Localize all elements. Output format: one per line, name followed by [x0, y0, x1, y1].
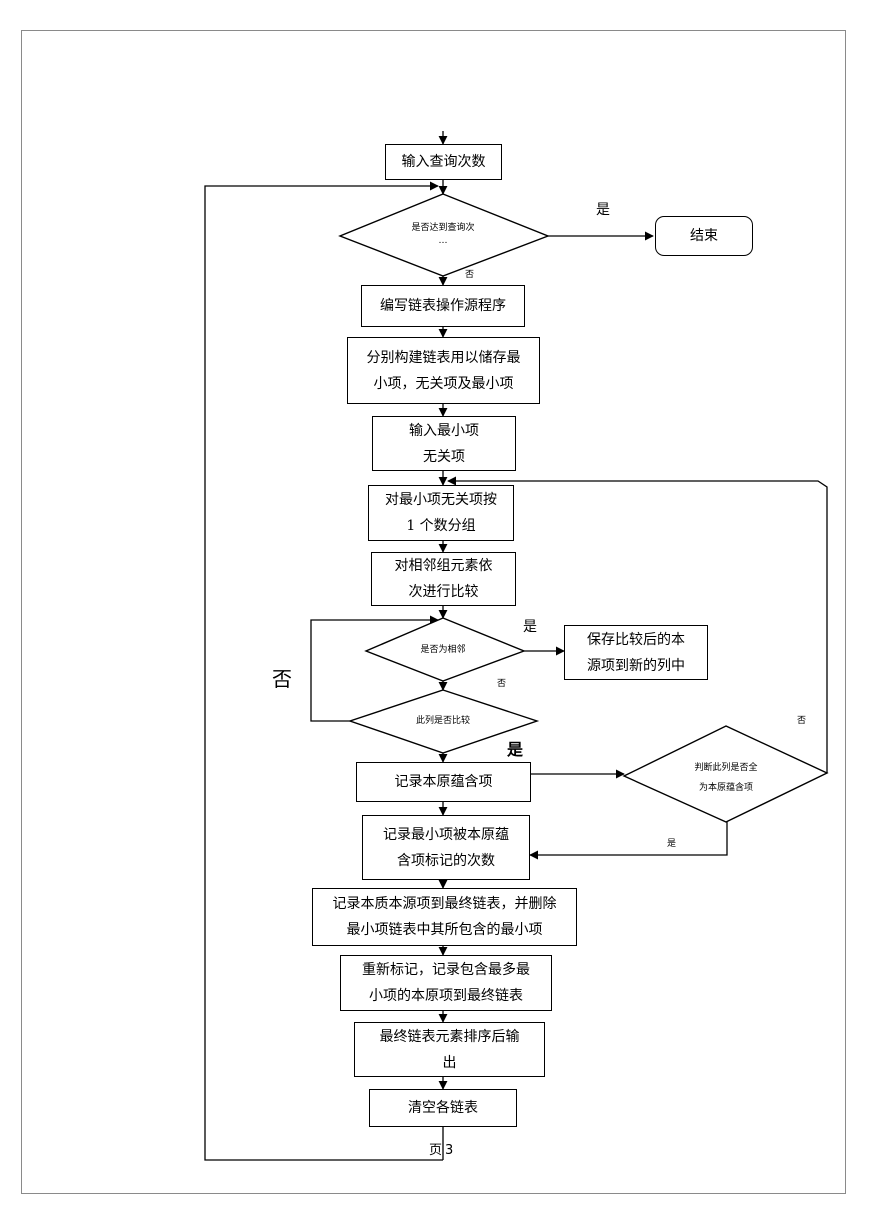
clear-lists-box: 清空各链表: [369, 1089, 517, 1127]
build-lists-box: 分别构建链表用以储存最 小项，无关项及最小项: [347, 337, 540, 404]
page-label: 页: [429, 1143, 443, 1158]
compare-box: 对相邻组元素依 次进行比较: [371, 552, 516, 606]
label-yes-all-prime: 是: [667, 839, 677, 849]
label-yes-adjacent: 是: [523, 619, 537, 635]
label-yes-end: 是: [596, 202, 610, 218]
save-result-box: 保存比较后的本 源项到新的列中: [564, 625, 708, 680]
label-no-loop-left: 否: [272, 667, 292, 691]
page-frame: [21, 30, 846, 1194]
label-no-continue: 否: [465, 270, 475, 280]
arrow-loop-outer: [204, 181, 443, 1161]
group-box: 对最小项无关项按 1 个数分组: [368, 485, 514, 541]
decision-all-prime: 判断此列是否全 为本原蕴含项: [694, 763, 758, 793]
decision-column-compared-shape: [347, 689, 540, 754]
record-prime-box: 记录本原蕴含项: [356, 762, 531, 802]
decision-is-adjacent: 是否为相邻: [420, 645, 466, 655]
write-program-box: 编写链表操作源程序: [361, 285, 525, 327]
arrow-loop-compare: [310, 615, 439, 722]
input-query-count-box: 输入查询次数: [385, 144, 502, 180]
label-no-adjacent: 否: [497, 679, 507, 689]
decision-reached-count-shape: [338, 193, 550, 277]
page-number: 3: [445, 1143, 454, 1158]
decision-column-compared: 此列是否比较: [415, 716, 470, 726]
end-box: 结束: [655, 216, 753, 256]
decision-all-prime-shape: [622, 725, 829, 823]
remark-box: 重新标记，记录包含最多最 小项的本原项到最终链表: [340, 955, 552, 1011]
arrow-judge-no: [447, 476, 828, 773]
arrow-judge-yes: [529, 822, 728, 860]
input-minterms-box: 输入最小项 无关项: [372, 416, 516, 471]
label-no-all-prime: 否: [797, 716, 807, 726]
decision-reached-count: 是否达到查询次 …: [411, 223, 475, 246]
decision-is-adjacent-shape: [364, 617, 526, 682]
label-yes-compared: 是: [507, 740, 524, 759]
record-essential-box: 记录本质本源项到最终链表，并删除 最小项链表中其所包含的最小项: [312, 888, 577, 946]
record-count-box: 记录最小项被本原蕴 含项标记的次数: [362, 815, 530, 880]
sort-output-box: 最终链表元素排序后输 出: [354, 1022, 545, 1077]
